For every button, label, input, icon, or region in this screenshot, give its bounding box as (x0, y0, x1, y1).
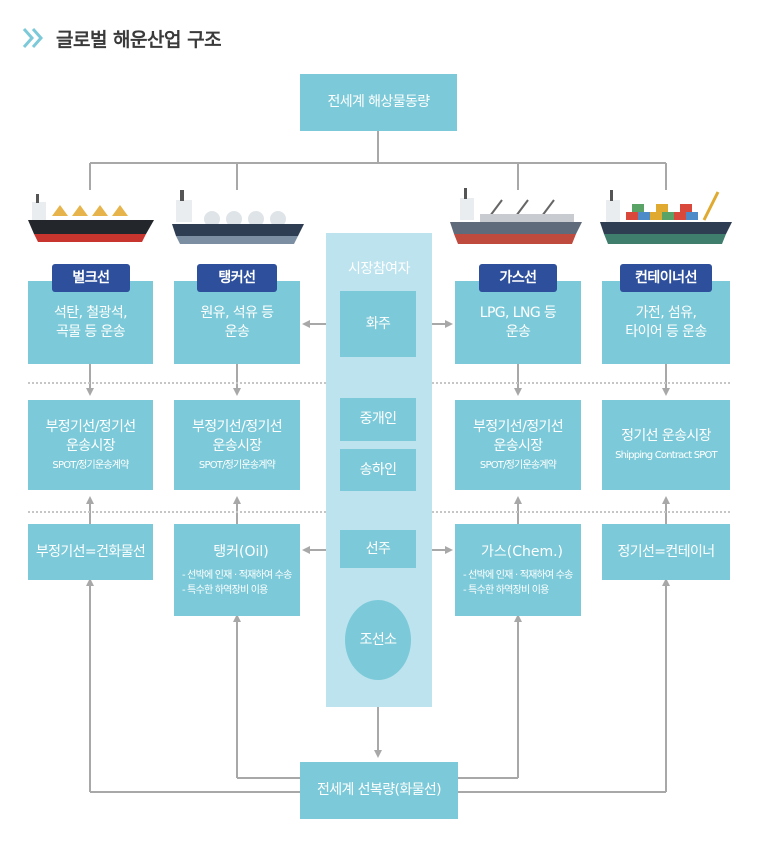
container-cargo-line: 가전, 섬유, (635, 304, 697, 321)
container-type-box: 정기선=컨테이너 (602, 524, 730, 580)
bulk-cargo-line: 석탄, 철광석, (54, 304, 128, 321)
tanker-market-line: 부정기선/정기선 (191, 418, 283, 435)
tanker-market-sub: SPOT/정기운송계약 (198, 459, 276, 471)
shipowner-box: 선주 (340, 530, 416, 568)
container-market-box: 정기선 운송시장 Shipping Contract SPOT (602, 400, 730, 490)
tanker-type-note: - 특수한 하역장비 이용 (182, 585, 268, 596)
shipper-box: 화주 (340, 291, 416, 357)
gas-type-note: - 선박에 인재 · 적재하여 수송 (463, 570, 573, 581)
container-market-line: 정기선 운송시장 (621, 428, 711, 444)
tanker-cargo-line: 원유, 석유 등 (200, 304, 275, 321)
world-fleet-text: 전세계 선복량(화물선) (316, 782, 442, 798)
gas-market-sub: SPOT/정기운송계약 (479, 459, 557, 471)
gas-cargo-box: LPG, LNG 등 운송 (455, 281, 581, 364)
bulk-market-sub: SPOT/정기운송계약 (52, 459, 129, 471)
bulk-type-title: 부정기선=건화물선 (35, 543, 146, 560)
bulk-market-box: 부정기선/정기선 운송시장 SPOT/정기운송계약 (28, 400, 153, 490)
tanker-cargo-line: 운송 (224, 323, 250, 340)
bulk-ship-icon (28, 194, 154, 242)
consignee-text: 송하인 (359, 461, 397, 478)
shipyard-text: 조선소 (359, 631, 397, 648)
shipowner-text: 선주 (365, 540, 391, 557)
tanker-ship-icon (172, 190, 304, 244)
gas-type-box: 가스(Chem.) - 선박에 인재 · 적재하여 수송 - 특수한 하역장비 … (455, 524, 581, 616)
bulk-market-line: 운송시장 (65, 437, 116, 454)
page-title-row: 글로벌 해운산업 구조 (22, 26, 222, 51)
bulk-ship-label: 벌크선 (52, 264, 130, 292)
gas-market-line: 운송시장 (493, 437, 543, 454)
container-market-sub: Shipping Contract SPOT (615, 450, 718, 461)
bulk-market-line: 부정기선/정기선 (45, 418, 136, 435)
separator-line (28, 382, 326, 384)
separator-line (432, 511, 730, 513)
tanker-market-line: 운송시장 (212, 437, 262, 454)
broker-box: 중개인 (340, 398, 416, 441)
separator-line (28, 511, 326, 513)
gas-type-title: 가스(Chem.) (480, 544, 564, 560)
tanker-ship-label: 탱커선 (197, 264, 277, 292)
bulk-type-box: 부정기선=건화물선 (28, 524, 153, 580)
bulk-cargo-line: 곡물 등 운송 (55, 323, 126, 340)
bulk-cargo-box: 석탄, 철광석, 곡물 등 운송 (28, 281, 153, 364)
shipyard-circle: 조선소 (345, 600, 411, 680)
container-cargo-line: 타이어 등 운송 (625, 323, 707, 340)
separator-line (432, 382, 730, 384)
gas-market-box: 부정기선/정기선 운송시장 SPOT/정기운송계약 (455, 400, 581, 490)
page-title: 글로벌 해운산업 구조 (56, 28, 222, 51)
gas-cargo-line: LPG, LNG 등 (479, 304, 557, 321)
world-seaborne-trade-box: 전세계 해상물동량 (300, 74, 457, 131)
shipper-text: 화주 (365, 315, 391, 332)
container-cargo-box: 가전, 섬유, 타이어 등 운송 (602, 281, 730, 364)
world-fleet-box: 전세계 선복량(화물선) (300, 762, 458, 819)
market-participants-header: 시장참여자 (348, 261, 410, 277)
gas-cargo-line: 운송 (505, 323, 531, 340)
gas-market-line: 부정기선/정기선 (472, 418, 564, 435)
world-seaborne-trade-text: 전세계 해상물동량 (327, 94, 430, 110)
broker-text: 중개인 (359, 411, 397, 427)
tanker-market-box: 부정기선/정기선 운송시장 SPOT/정기운송계약 (174, 400, 300, 490)
consignee-box: 송하인 (340, 449, 416, 491)
container-ship-label: 컨테이너선 (620, 264, 712, 292)
tanker-cargo-box: 원유, 석유 등 운송 (174, 281, 300, 364)
gas-ship-label: 가스선 (479, 264, 557, 292)
container-type-title: 정기선=컨테이너 (617, 543, 715, 560)
gas-type-note: - 특수한 하역장비 이용 (463, 585, 549, 596)
tanker-type-title: 탱커(Oil) (213, 544, 269, 560)
container-ship-icon (600, 190, 732, 244)
tanker-type-box: 탱커(Oil) - 선박에 인재 · 적재하여 수송 - 특수한 하역장비 이용 (174, 524, 300, 616)
tanker-type-note: - 선박에 인재 · 적재하여 수송 (182, 570, 292, 581)
gas-ship-icon (450, 188, 582, 244)
chevron-icon (22, 28, 44, 48)
